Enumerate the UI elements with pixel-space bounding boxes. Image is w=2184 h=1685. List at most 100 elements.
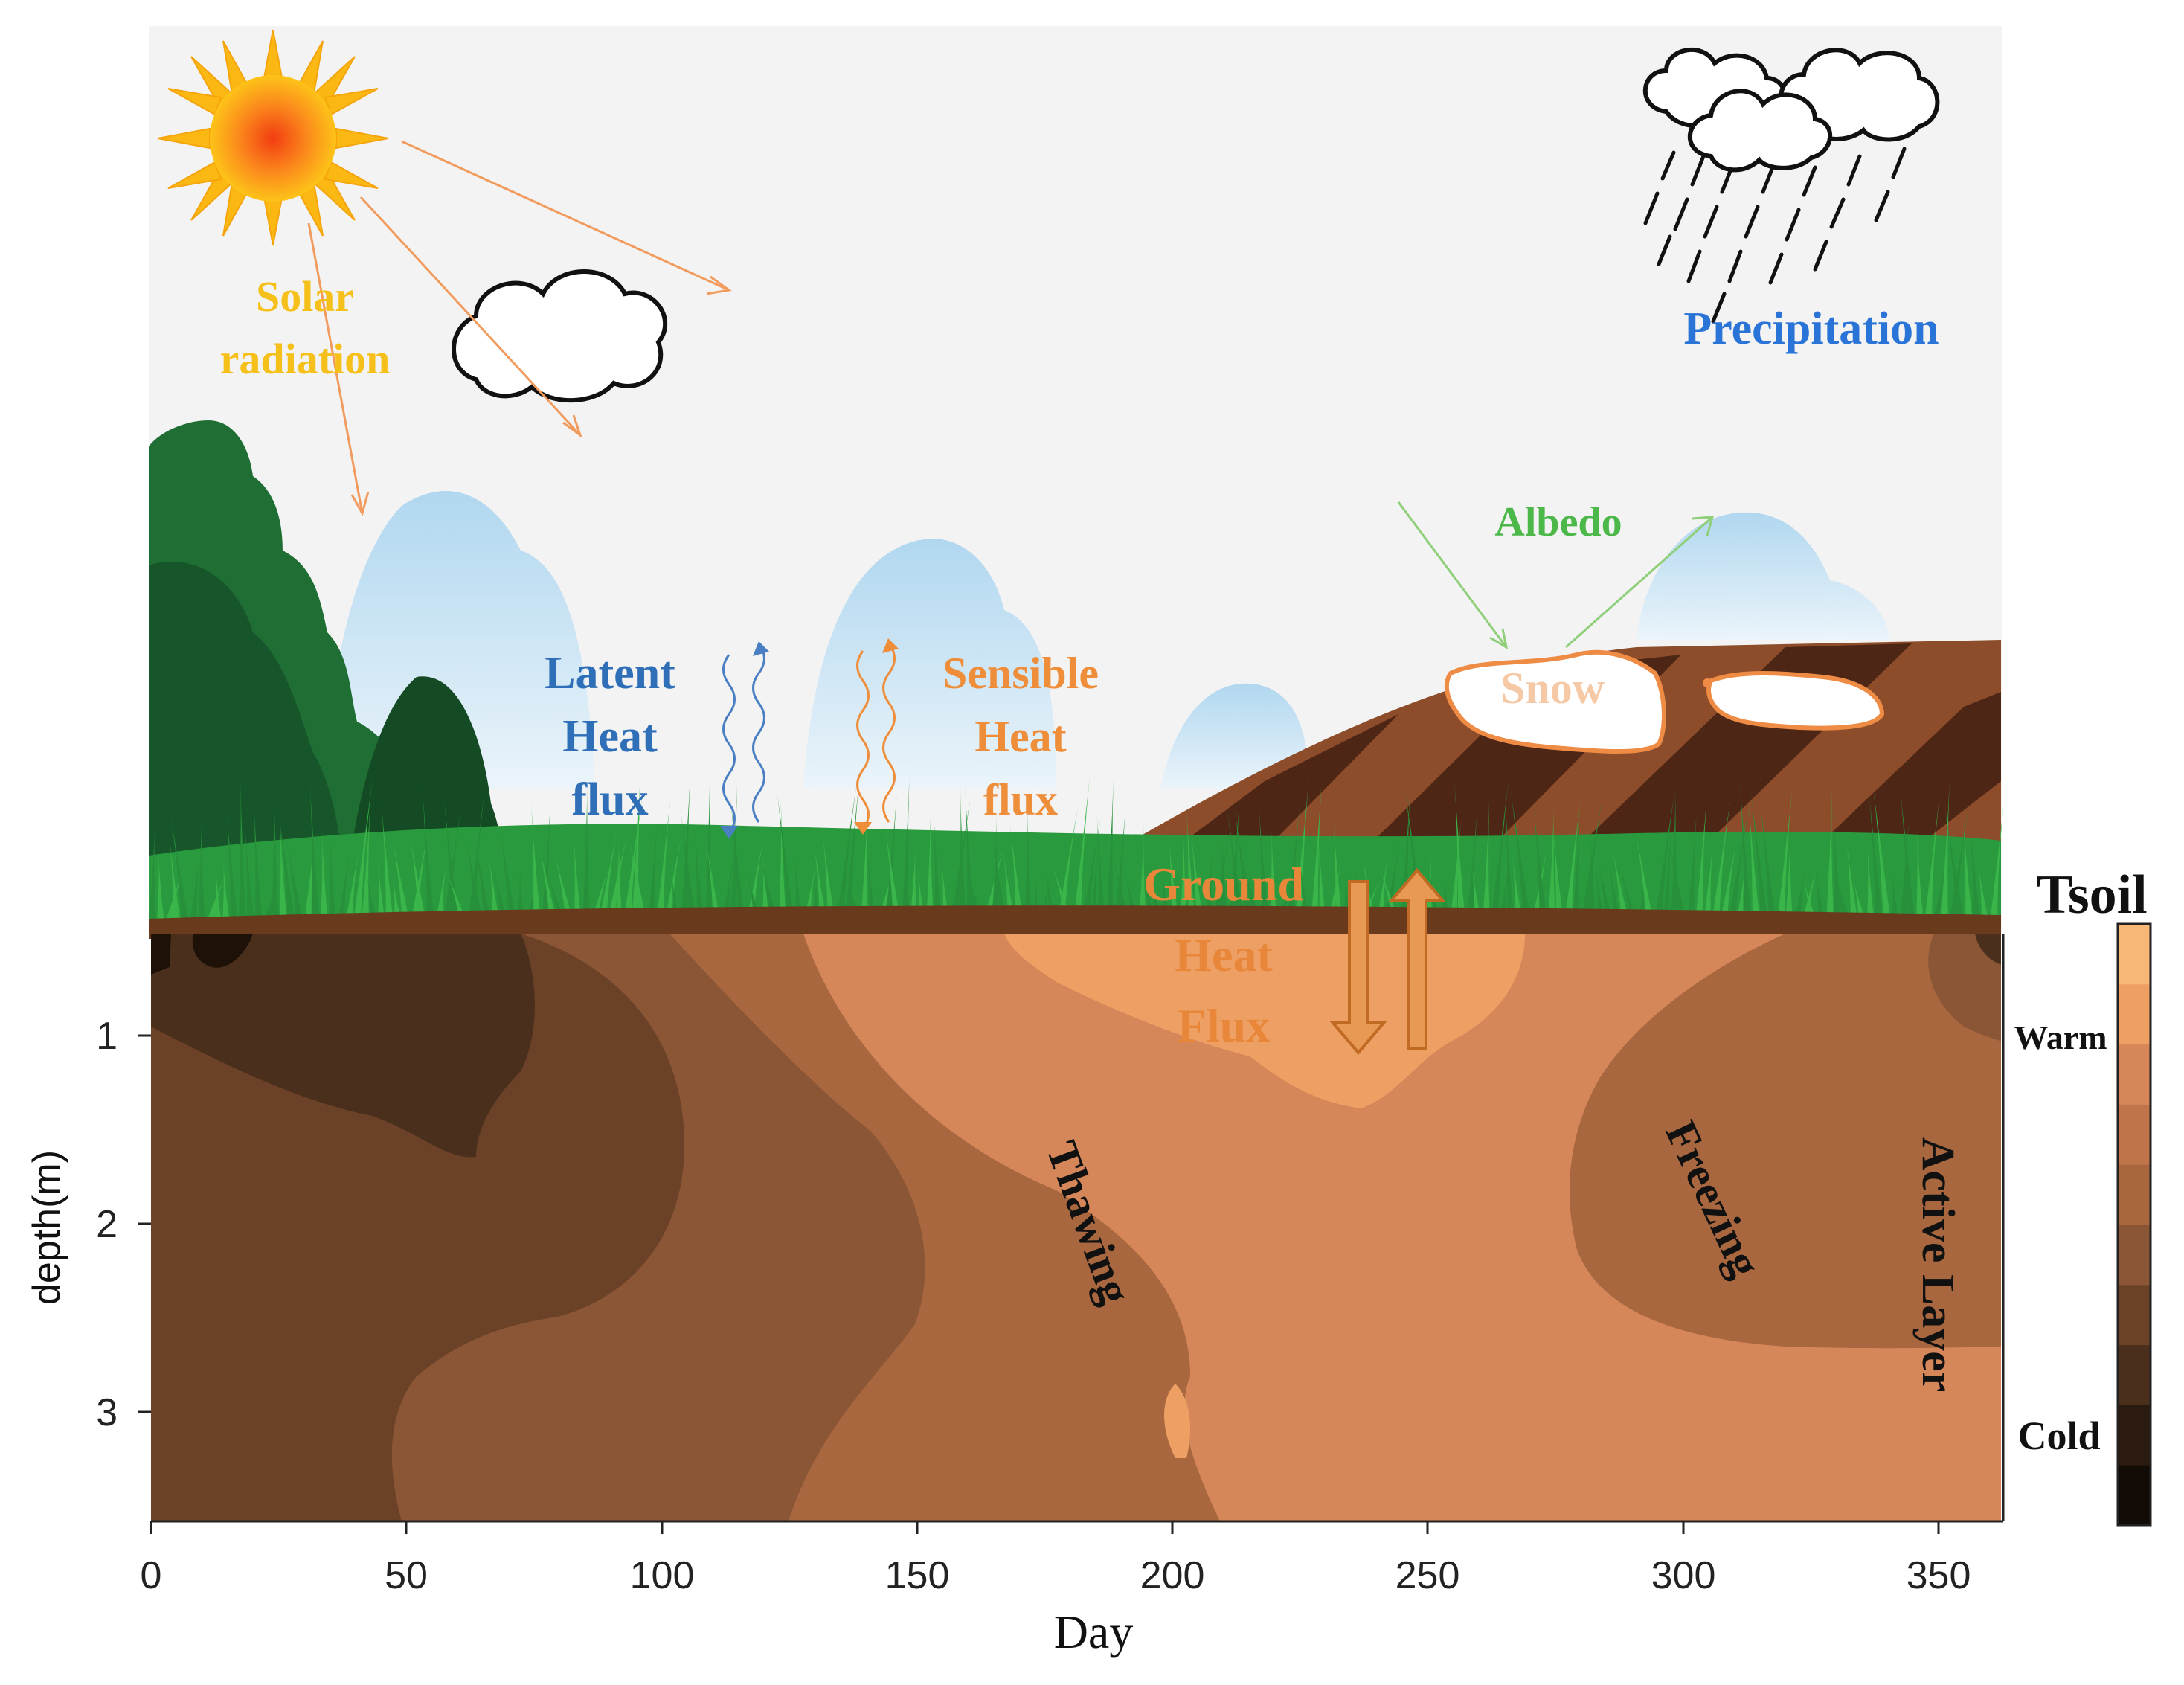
grass-blade (762, 851, 770, 922)
grass-blade (573, 832, 582, 922)
grass-blade (1832, 798, 1842, 922)
grass-blade (1793, 867, 1806, 922)
grass-blade (1270, 826, 1277, 922)
grass-blade (1294, 777, 1309, 922)
ground-label-line2: Heat (1175, 928, 1273, 981)
x-tick-labels: 0 50 100 150 200 250 300 350 (141, 1554, 1971, 1597)
grass-blade (990, 829, 1007, 922)
grass-blade (1090, 845, 1098, 922)
y-tick-3: 3 (96, 1391, 118, 1434)
grass-blade (329, 830, 336, 922)
ground-label-line1: Ground (1143, 858, 1304, 911)
albedo-label: Albedo (1494, 499, 1622, 545)
grass-blade (1777, 789, 1793, 922)
precipitation-label: Precipitation (1683, 304, 1939, 354)
colorbar-level (2118, 1284, 2151, 1346)
grass-blade (169, 835, 181, 922)
grass-blade (272, 786, 279, 922)
grass-blade (615, 834, 623, 922)
grass-blade (1106, 779, 1114, 922)
grass-blade (867, 849, 876, 922)
y-axis-label: depth(m) (25, 1150, 68, 1305)
grass-blade (1139, 822, 1146, 922)
grass-blade (1867, 841, 1875, 922)
grass-blade (239, 775, 246, 922)
grass-blade (1114, 806, 1126, 922)
grass-blade (902, 777, 910, 922)
latent-heat-arrows (720, 641, 769, 839)
grass-blade (1180, 829, 1187, 922)
x-tick-100: 100 (630, 1554, 695, 1597)
grass-blade (1229, 796, 1240, 922)
grass-blade (1082, 818, 1101, 922)
grass-blade (280, 815, 287, 922)
grass-blade (1969, 818, 1981, 922)
grass-blade (1311, 783, 1322, 922)
grass-blade (244, 821, 254, 922)
grass-blade (1483, 798, 1490, 922)
grass-blade (1505, 795, 1515, 922)
grass-blade (1564, 799, 1581, 922)
grass-blade (1168, 835, 1179, 922)
rain-cloud-icon (1642, 48, 1940, 324)
grass-blade (1466, 808, 1478, 922)
latent-label-line2: Heat (562, 711, 658, 762)
grass-blade (885, 795, 897, 922)
grass-blade (149, 827, 156, 922)
grass-blade (836, 785, 857, 922)
plot-axes (151, 934, 2005, 1523)
grass-blade (992, 814, 999, 922)
ground-heat-flux-label: Ground Heat Flux (1143, 858, 1304, 1052)
grass-blade (304, 835, 315, 922)
grass-blade (680, 807, 696, 922)
colorbar-warm-label: Warm (2014, 1018, 2107, 1056)
x-tick-150: 150 (885, 1554, 950, 1597)
grass-blade (1949, 807, 1969, 922)
solar-radiation-arrows (307, 140, 732, 516)
grass-blade (381, 800, 394, 922)
soil-temperature-contour (151, 934, 2001, 1521)
grass-blade (1963, 817, 1973, 922)
grass-blade (214, 865, 222, 922)
colorbar-level (2118, 983, 2151, 1045)
solar-radiation-label: Solar radiation (220, 272, 391, 383)
grass-blade (1009, 818, 1024, 922)
latent-label-line1: Latent (545, 648, 675, 699)
grass-blade (1712, 799, 1731, 922)
x-tick-350: 350 (1907, 1554, 1971, 1597)
grass-blade (190, 853, 200, 922)
grass-blade (1892, 870, 1899, 922)
grass-blade (1747, 795, 1760, 922)
grass-blade (1239, 848, 1261, 922)
grass-blade (965, 785, 974, 922)
grass-blade (1573, 806, 1580, 922)
grass-blade (1687, 811, 1697, 922)
latent-label-line3: flux (571, 774, 648, 825)
grass-blade (1899, 782, 1915, 922)
grass-blade (779, 800, 786, 922)
grass-blade (443, 791, 459, 922)
grass-blade (435, 861, 447, 922)
grass-blade (582, 783, 590, 922)
grass-blade (1736, 867, 1745, 922)
grass-blade (1977, 863, 1989, 922)
latent-heat-label: Latent Heat flux (545, 648, 675, 825)
solar-label-line2: radiation (220, 335, 391, 383)
grass-blade (656, 799, 671, 922)
grass-blade (157, 852, 164, 922)
grass-blade (362, 800, 371, 922)
colorbar-cold-label: Cold (2017, 1413, 2100, 1458)
active-layer-label: Active Layer (1912, 1137, 1963, 1393)
grass-blade (607, 829, 629, 922)
grass-blade (530, 800, 541, 922)
x-tick-50: 50 (385, 1554, 428, 1597)
grass-blade (392, 877, 402, 922)
snow-label: Snow (1500, 664, 1605, 713)
grass-blade (337, 853, 350, 922)
colorbar-level (2118, 1344, 2151, 1405)
grass-blade (1638, 867, 1645, 922)
grass-blade (321, 826, 328, 922)
grass-blade (693, 823, 704, 922)
sensible-heat-arrows (854, 638, 899, 835)
grass-blade (1728, 804, 1750, 922)
